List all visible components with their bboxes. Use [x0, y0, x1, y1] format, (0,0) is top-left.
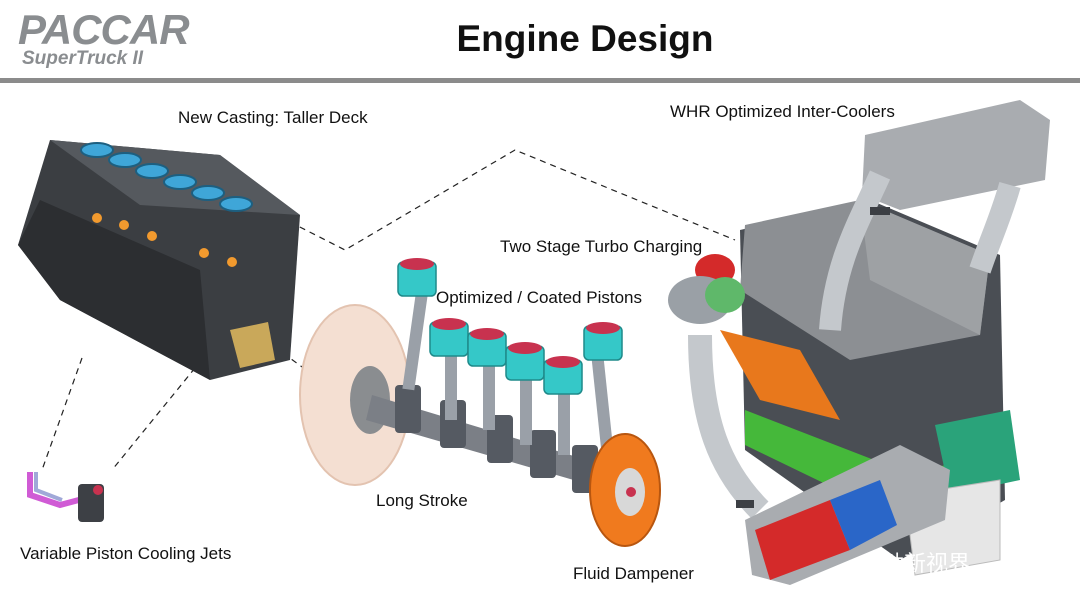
label-dampener: Fluid Dampener [573, 564, 694, 583]
label-turbo: Two Stage Turbo Charging [500, 237, 703, 256]
label-pistons: Optimized / Coated Pistons [436, 288, 642, 307]
wechat-watermark: 电动新视界 [860, 552, 971, 577]
pistons-illustration [397, 258, 623, 455]
label-cooling-jets: Variable Piston Cooling Jets [20, 544, 232, 563]
label-stroke: Long Stroke [376, 491, 468, 510]
paccar-logo: PACCAR [18, 6, 190, 53]
label-intercoolers: WHR Optimized Inter-Coolers [670, 102, 895, 121]
header-divider [0, 78, 1080, 83]
engine-block-illustration [18, 140, 300, 380]
label-casting: New Casting: Taller Deck [178, 108, 368, 127]
dampener-illustration [589, 433, 661, 547]
connector-block-to-jets-a [111, 367, 196, 471]
flywheel-illustration [299, 304, 411, 486]
supertruck-logo: SuperTruck II [22, 48, 144, 69]
connector-block-to-crank [289, 149, 736, 251]
cylinder-bores [80, 142, 253, 212]
cooling-jet-illustration [27, 472, 104, 522]
connector-block-to-jets-b [41, 357, 83, 471]
engine-assembly-illustration [668, 100, 1050, 585]
page-title: Engine Design [456, 18, 714, 59]
